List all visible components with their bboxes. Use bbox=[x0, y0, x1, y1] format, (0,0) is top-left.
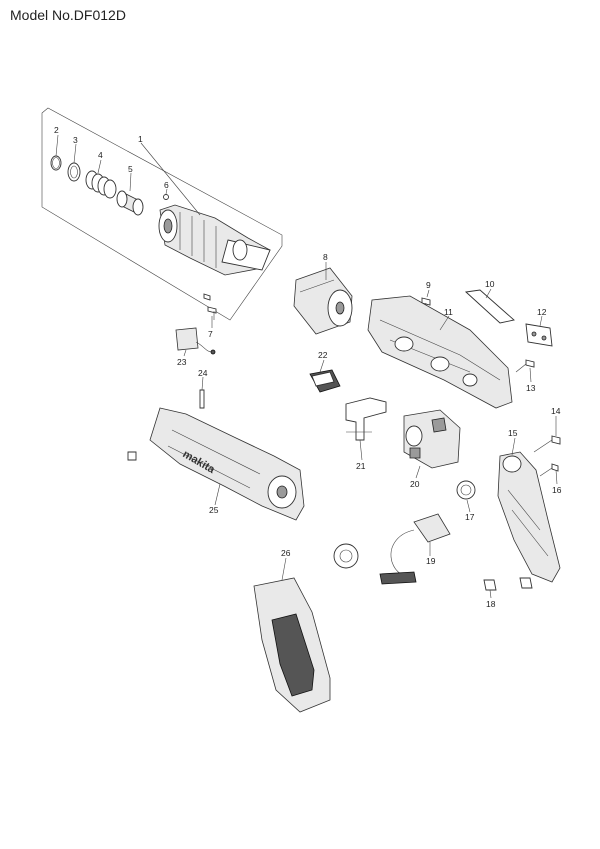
callout-25: 25 bbox=[209, 505, 219, 515]
callout-15: 15 bbox=[508, 428, 518, 438]
part-17-ring bbox=[456, 480, 476, 500]
part-18-nut bbox=[483, 577, 533, 591]
part-5-sleeve bbox=[116, 190, 144, 216]
part-24-pin bbox=[199, 389, 205, 409]
part-19-led-cord bbox=[379, 513, 451, 585]
callout-4: 4 bbox=[98, 150, 103, 160]
callout-21: 21 bbox=[356, 461, 366, 471]
callout-23: 23 bbox=[177, 357, 187, 367]
part-26-grip-cover bbox=[253, 577, 331, 713]
part-3-washer bbox=[67, 162, 81, 182]
part-22-switch-button bbox=[309, 369, 341, 393]
part-25-main-housing: makita bbox=[127, 407, 305, 521]
callout-20: 20 bbox=[410, 479, 420, 489]
callout-24: 24 bbox=[198, 368, 208, 378]
part-6-steel-ball bbox=[163, 194, 169, 200]
callout-17: 17 bbox=[465, 512, 475, 522]
callout-5: 5 bbox=[128, 164, 133, 174]
model-number-title: Model No.DF012D bbox=[10, 7, 126, 23]
callout-19: 19 bbox=[426, 556, 436, 566]
callout-11: 11 bbox=[444, 307, 453, 317]
callout-3: 3 bbox=[73, 135, 78, 145]
callout-labels: 1 2 3 4 5 6 7 8 9 10 11 12 13 14 15 16 1… bbox=[54, 125, 562, 609]
part-16-screw bbox=[539, 463, 559, 477]
callout-26: 26 bbox=[281, 548, 291, 558]
callout-10: 10 bbox=[485, 279, 495, 289]
part-20-terminal bbox=[403, 409, 461, 469]
callout-1: 1 bbox=[138, 134, 143, 144]
callout-14: 14 bbox=[551, 406, 561, 416]
part-14-screw bbox=[533, 435, 561, 453]
callout-8: 8 bbox=[323, 252, 328, 262]
callout-13: 13 bbox=[526, 383, 536, 393]
part-15-housing bbox=[497, 451, 561, 583]
part-10-label-plate bbox=[464, 289, 515, 324]
callout-16: 16 bbox=[552, 485, 562, 495]
leader-lines bbox=[55, 134, 558, 599]
part-7-screw bbox=[203, 293, 217, 320]
part-11-housing bbox=[367, 295, 513, 409]
part-4-spring bbox=[85, 170, 117, 199]
callout-7: 7 bbox=[208, 329, 213, 339]
callout-12: 12 bbox=[537, 307, 547, 317]
part-12-plate bbox=[525, 323, 553, 347]
part-2-retaining-ring bbox=[50, 155, 62, 171]
assembly-group-outline bbox=[41, 107, 283, 321]
gear-plate bbox=[333, 543, 359, 569]
callout-18: 18 bbox=[486, 599, 496, 609]
part-8-motor bbox=[293, 267, 353, 335]
callout-9: 9 bbox=[426, 280, 431, 290]
part-1-gear-assembly bbox=[158, 204, 271, 276]
part-13-screw bbox=[515, 359, 535, 373]
callout-6: 6 bbox=[164, 180, 169, 190]
callout-22: 22 bbox=[318, 350, 328, 360]
callout-2: 2 bbox=[54, 125, 59, 135]
part-23-switch-wire bbox=[175, 327, 216, 355]
part-21-bracket bbox=[345, 397, 387, 441]
